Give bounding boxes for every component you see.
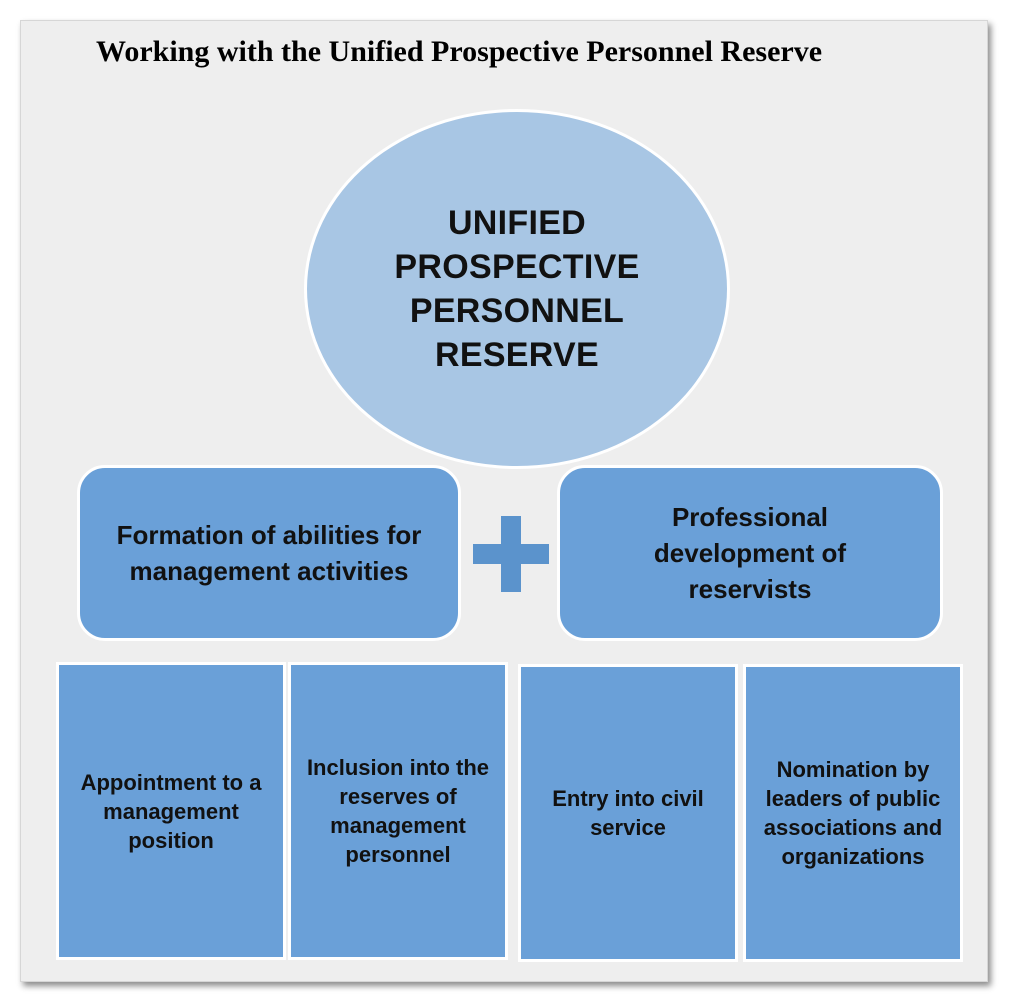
source-inclusion-reserves: Inclusion into the reserves of managemen… bbox=[288, 662, 508, 960]
plus-icon bbox=[473, 516, 549, 592]
source-label: Nomination by leaders of public associat… bbox=[763, 757, 943, 869]
source-nomination: Nomination by leaders of public associat… bbox=[743, 664, 963, 962]
source-appointment: Appointment to a management position bbox=[56, 662, 286, 960]
source-civil-service: Entry into civil service bbox=[518, 664, 738, 962]
source-label: Entry into civil service bbox=[552, 786, 704, 840]
component-label: Professional development of reservists bbox=[653, 502, 847, 604]
hub-ellipse: UNIFIED PROSPECTIVE PERSONNEL RESERVE bbox=[304, 109, 730, 469]
source-label: Inclusion into the reserves of managemen… bbox=[306, 755, 490, 867]
source-label: Appointment to a management position bbox=[80, 769, 262, 853]
diagram-title: Working with the Unified Prospective Per… bbox=[96, 35, 823, 68]
component-label: Formation of abilities for management ac… bbox=[116, 520, 422, 586]
hub-label: UNIFIED PROSPECTIVE PERSONNEL RESERVE bbox=[394, 204, 640, 374]
component-formation-abilities: Formation of abilities for management ac… bbox=[77, 465, 461, 641]
component-professional-development: Professional development of reservists bbox=[557, 465, 943, 641]
